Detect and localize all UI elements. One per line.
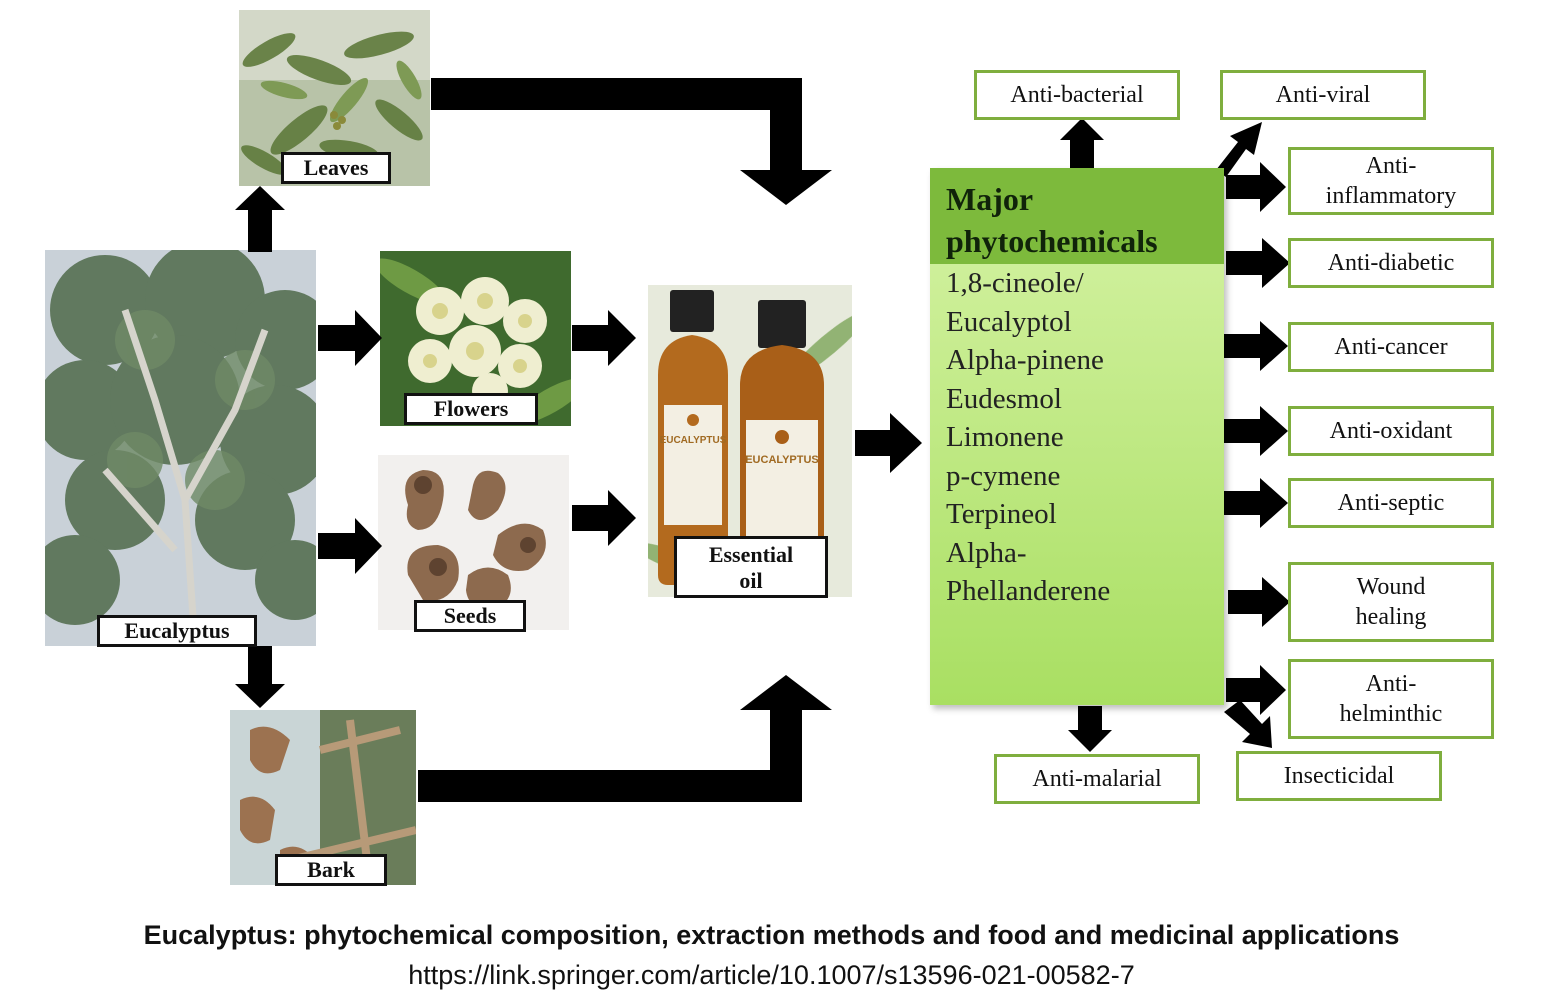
- compound-item: Alpha-pinene: [946, 344, 1104, 376]
- arrow-tree-to-flowers: [318, 310, 382, 366]
- arrow-oil-to-major: [855, 413, 922, 473]
- arrow-tree-to-leaves: [235, 186, 285, 252]
- bark-label: Bark: [275, 854, 387, 886]
- caption-title: Eucalyptus: phytochemical composition, e…: [143, 920, 1400, 950]
- effect-anti-helminthic: Anti- helminthic: [1288, 659, 1494, 739]
- compound-item: Eucalyptol: [946, 305, 1072, 338]
- bottle-brand-text: EUCALYPTUS: [660, 435, 727, 446]
- effect-anti-bacterial: Anti-bacterial: [974, 70, 1180, 120]
- compound-item: Phellanderene: [946, 575, 1111, 607]
- major-title-line1: Major: [946, 181, 1034, 217]
- effect-anti-viral: Anti-viral: [1220, 70, 1426, 120]
- effect-anti-helminthic-line2: helminthic: [1339, 701, 1443, 727]
- effect-wound-healing-line1: Wound: [1356, 574, 1426, 600]
- arrow-bark-to-oil: [418, 675, 832, 802]
- effect-wound-healing-line2: healing: [1355, 604, 1427, 630]
- effect-anti-inflammatory: Anti- inflammatory: [1288, 147, 1494, 215]
- arrow-to-insecticidal: [1224, 700, 1272, 748]
- effect-anti-inflammatory-line1: Anti-: [1365, 153, 1417, 179]
- effect-anti-malarial: Anti-malarial: [994, 754, 1200, 804]
- effect-anti-septic: Anti-septic: [1288, 478, 1494, 528]
- arrow-flowers-to-oil: [572, 310, 636, 366]
- effect-anti-helminthic-line1: Anti-: [1365, 671, 1417, 697]
- arrow-tree-to-bark: [235, 646, 285, 708]
- effect-anti-oxidant: Anti-oxidant: [1288, 406, 1494, 456]
- arrow-to-anti-viral: [1216, 122, 1262, 177]
- essential-oil-label: Essential oil: [674, 536, 828, 598]
- effect-insecticidal: Insecticidal: [1236, 751, 1442, 801]
- seeds-label: Seeds: [414, 600, 526, 632]
- bottle-brand-text-2: EUCALYPTUS: [745, 454, 819, 466]
- major-phytochemicals-title: Major phytochemicals: [946, 178, 1158, 262]
- compound-item: Eudesmol: [946, 382, 1062, 415]
- flowers-label: Flowers: [404, 393, 538, 425]
- essential-oil-label-line1: Essential: [708, 542, 794, 567]
- arrow-to-anti-inflammatory: [1226, 162, 1286, 212]
- leaves-label: Leaves: [281, 152, 391, 184]
- compound-item: Alpha-: [946, 536, 1027, 569]
- effect-anti-diabetic: Anti-diabetic: [1288, 238, 1494, 288]
- arrow-to-anti-oxidant: [1224, 406, 1288, 456]
- arrow-seeds-to-oil: [572, 490, 636, 546]
- compound-item: Limonene: [946, 421, 1064, 453]
- effect-anti-cancer: Anti-cancer: [1288, 322, 1494, 372]
- arrow-leaves-to-oil: [431, 78, 832, 205]
- arrow-to-anti-septic: [1224, 478, 1288, 528]
- arrow-to-anti-cancer: [1224, 321, 1288, 371]
- arrow-to-anti-diabetic: [1226, 238, 1290, 288]
- major-phytochemicals-header: Major phytochemicals: [930, 168, 1224, 264]
- compound-item: 1,8-cineole/: [946, 267, 1084, 299]
- arrow-tree-to-seeds: [318, 518, 382, 574]
- arrow-to-anti-malarial: [1068, 706, 1112, 752]
- compound-list: 1,8-cineole/ Eucalyptol Alpha-pinene Eud…: [946, 264, 1110, 611]
- eucalyptus-label: Eucalyptus: [97, 615, 257, 647]
- compound-item: Terpineol: [946, 498, 1057, 530]
- essential-oil-label-line2: oil: [739, 568, 763, 593]
- major-title-line2: phytochemicals: [946, 223, 1158, 259]
- eucalyptus-tree-photo: [45, 250, 316, 646]
- arrow-to-wound-healing: [1228, 577, 1290, 627]
- compound-item: p-cymene: [946, 459, 1061, 492]
- effect-wound-healing: Wound healing: [1288, 562, 1494, 642]
- major-phytochemicals-box: Major phytochemicals 1,8-cineole/ Eucaly…: [930, 168, 1224, 705]
- caption-url: https://link.springer.com/article/10.100…: [408, 960, 1135, 990]
- effect-anti-inflammatory-line2: inflammatory: [1325, 183, 1457, 209]
- arrow-to-anti-bacterial: [1060, 118, 1104, 168]
- arrow-to-anti-helminthic: [1226, 665, 1286, 715]
